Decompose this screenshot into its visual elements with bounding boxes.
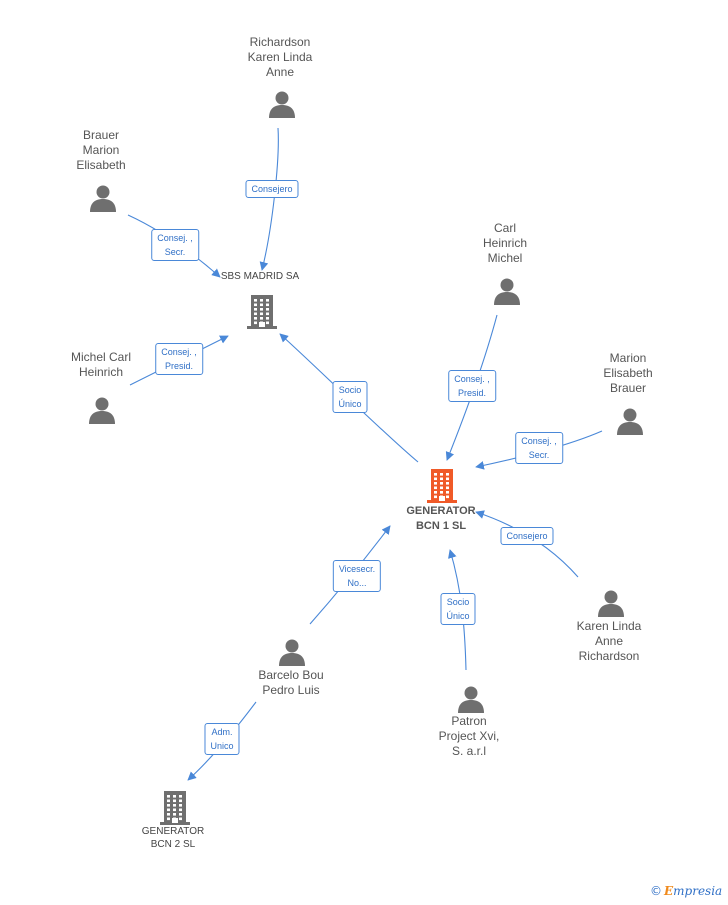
edge-label[interactable]: Socio Único: [332, 381, 368, 413]
node-label-brauer_me[interactable]: Brauer Marion Elisabeth: [76, 128, 126, 172]
person-icon[interactable]: [596, 589, 626, 617]
person-icon[interactable]: [87, 396, 117, 424]
person-icon[interactable]: [492, 277, 522, 305]
edge-richardson_kl-to-sbs: [259, 127, 279, 271]
node-label-sbs[interactable]: SBS MADRID SA: [220, 271, 300, 282]
brand-initial: E: [664, 884, 674, 898]
copyright-footer: ©Empresia: [650, 884, 722, 898]
edge-label[interactable]: Socio Único: [440, 593, 476, 625]
node-label-carl_hm[interactable]: Carl Heinrich Michel: [482, 221, 527, 265]
node-label-marion_eb[interactable]: Marion Elisabeth Brauer: [603, 351, 653, 395]
person-icon[interactable]: [615, 407, 645, 435]
edge-label[interactable]: Consej. , Secr.: [151, 229, 199, 261]
person-icon[interactable]: [277, 638, 307, 666]
building-icon[interactable]: [159, 790, 191, 826]
edge-label[interactable]: Adm. Unico: [204, 723, 240, 755]
node-label-patron[interactable]: Patron Project Xvi, S. a.r.l: [438, 714, 500, 758]
node-label-gen1[interactable]: GENERATOR BCN 1 SL: [406, 505, 476, 532]
node-label-gen2[interactable]: GENERATOR BCN 2 SL: [141, 826, 205, 850]
node-label-barcelo[interactable]: Barcelo Bou Pedro Luis: [258, 668, 324, 697]
copyright-icon: ©: [650, 884, 662, 898]
person-icon[interactable]: [267, 90, 297, 118]
brand-name: mpresia: [673, 884, 723, 898]
edge-label[interactable]: Consej. , Presid.: [155, 343, 203, 375]
building-icon[interactable]: [246, 294, 278, 330]
node-label-michel_ch[interactable]: Michel Carl Heinrich: [70, 350, 131, 379]
person-icon[interactable]: [88, 184, 118, 212]
edge-label[interactable]: Consejero: [500, 527, 554, 545]
node-label-karen_ar[interactable]: Karen Linda Anne Richardson: [576, 619, 642, 663]
edge-label[interactable]: Consej. , Presid.: [448, 370, 496, 402]
person-icon[interactable]: [456, 685, 486, 713]
building-icon[interactable]: [426, 468, 458, 504]
edge-label[interactable]: Vicesecr. No...: [332, 560, 382, 592]
edge-label[interactable]: Consejero: [245, 180, 299, 198]
edge-label[interactable]: Consej. , Secr.: [515, 432, 563, 464]
node-label-richardson_kl[interactable]: Richardson Karen Linda Anne: [247, 35, 313, 79]
